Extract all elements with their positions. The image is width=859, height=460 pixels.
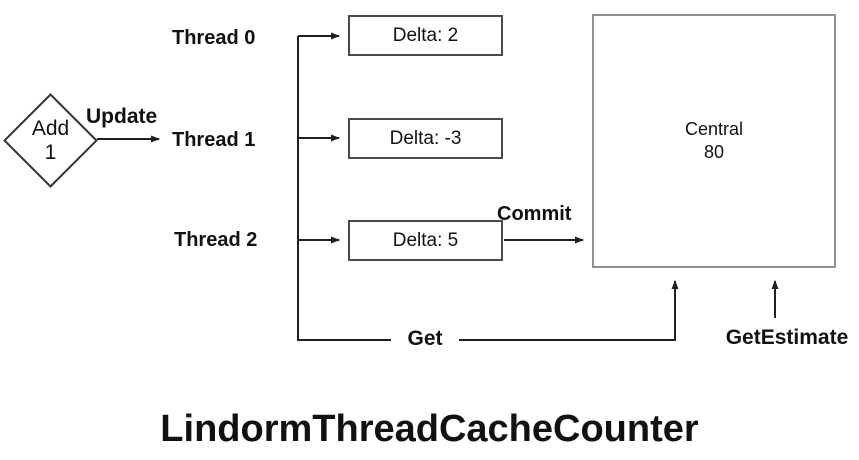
delta-value-thread1: Delta: -3 xyxy=(389,127,462,149)
get-edge-label: Get xyxy=(391,327,459,352)
thread-0-label: Thread 0 xyxy=(172,27,256,49)
add-diamond-line2: 1 xyxy=(44,140,57,164)
thread-1-label: Thread 1 xyxy=(172,129,256,151)
delta-box-thread1: Delta: -3 xyxy=(348,118,503,159)
thread-2-label: Thread 2 xyxy=(174,229,258,251)
get-arrow xyxy=(459,280,679,341)
update-edge-label: Update xyxy=(86,105,158,128)
getestimate-edge-label: GetEstimate xyxy=(725,326,849,349)
central-box-name: Central xyxy=(684,119,744,139)
diagram-title: LindormThreadCacheCounter xyxy=(160,408,699,450)
delta-box-thread2: Delta: 5 xyxy=(348,220,503,261)
central-box-value: 80 xyxy=(703,142,725,162)
trunk-line xyxy=(297,36,391,341)
add-diamond-line1: Add xyxy=(31,116,70,140)
commit-edge-label: Commit xyxy=(497,203,572,225)
central-box: Central 80 xyxy=(592,14,836,268)
delta-box-thread0: Delta: 2 xyxy=(348,15,503,56)
delta-value-thread0: Delta: 2 xyxy=(392,24,459,46)
delta-value-thread2: Delta: 5 xyxy=(392,229,459,251)
add-diamond-label: Add 1 xyxy=(3,95,98,186)
